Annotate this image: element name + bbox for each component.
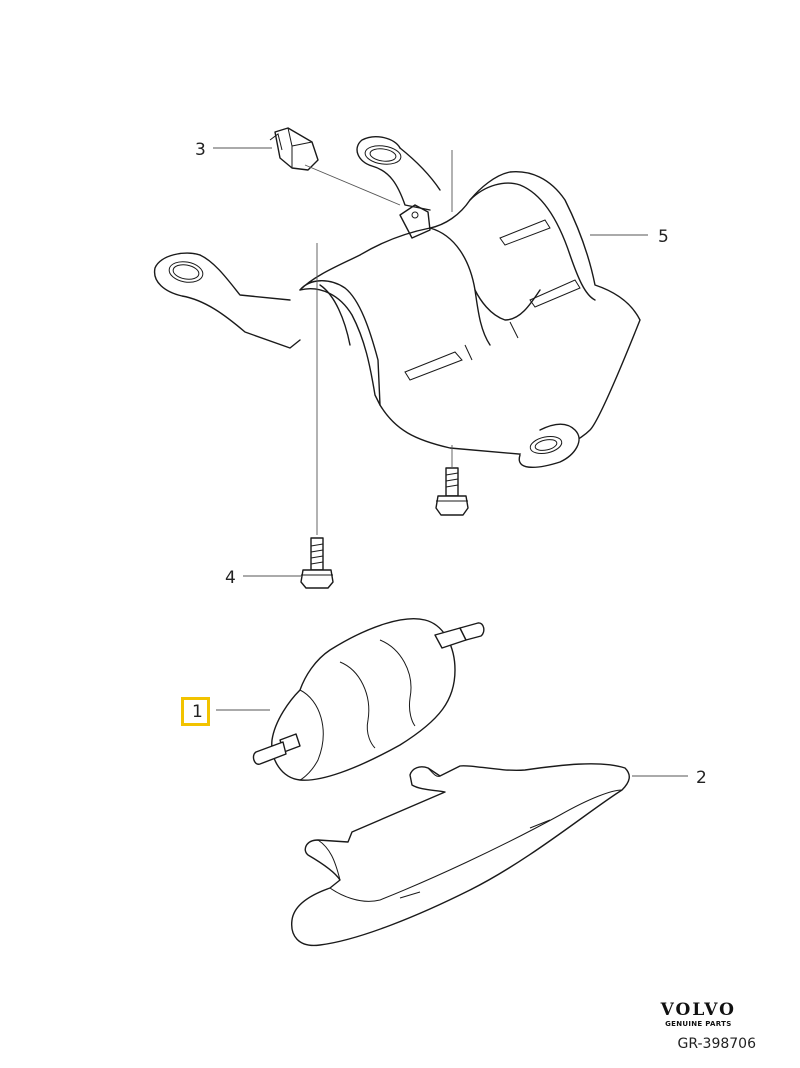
heat-shield-lower-drawing [291, 763, 630, 947]
volvo-logo: VOLVO [660, 1000, 736, 1020]
clip-drawing [269, 127, 319, 171]
brand-subtitle: GENUINE PARTS [665, 1020, 732, 1028]
bolt-lower-drawing [300, 537, 334, 589]
fuel-filter-drawing [252, 618, 485, 781]
bracket-cover-drawing [153, 136, 641, 468]
bolt-upper-drawing [435, 467, 469, 516]
callout-label-5[interactable]: 5 [658, 227, 669, 247]
callout-label-4[interactable]: 4 [225, 568, 236, 588]
brand-block: VOLVO GENUINE PARTS [661, 1000, 736, 1028]
callout-label-1[interactable]: 1 [192, 702, 203, 722]
callout-label-3[interactable]: 3 [195, 140, 206, 160]
leader-3b [304, 164, 401, 206]
callout-label-2[interactable]: 2 [696, 768, 707, 788]
callout-1-highlight[interactable] [181, 697, 210, 726]
diagram-reference: GR-398706 [677, 1036, 756, 1052]
